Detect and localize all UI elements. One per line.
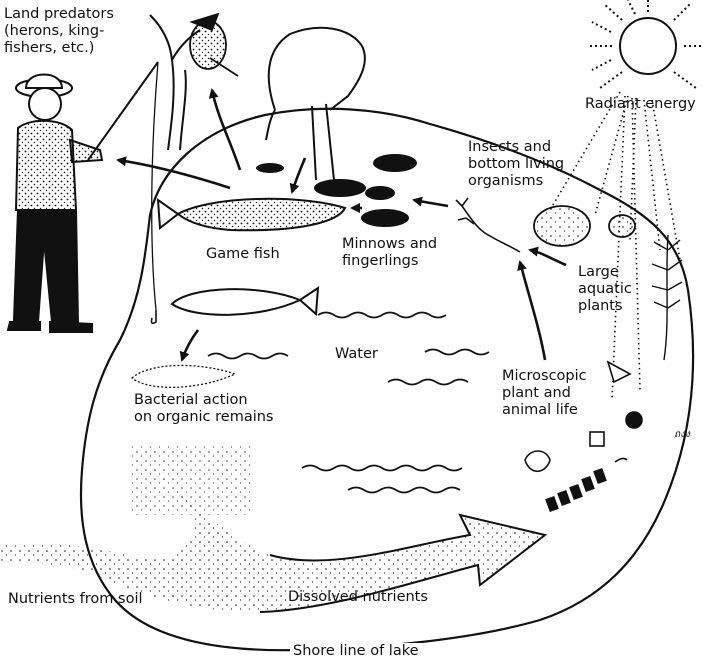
- label-minnows: Minnows and fingerlings: [342, 236, 437, 270]
- fisherman-figure: [8, 75, 102, 333]
- label-game-fish: Game fish: [206, 246, 280, 263]
- label-microscopic: Microscopic plant and animal life: [502, 368, 587, 419]
- fishing-rod: [88, 62, 158, 160]
- sun-icon: [590, 0, 703, 88]
- artist-signature: ถงง: [674, 426, 690, 443]
- label-land-predators: Land predators (herons, king- fishers, e…: [4, 6, 114, 57]
- label-water: Water: [335, 346, 378, 363]
- game-fish-icon: [158, 199, 345, 230]
- arrow-micro-to-insect: [520, 262, 545, 360]
- label-nutrients-soil: Nutrients from soil: [8, 591, 143, 608]
- insect-larva-icon: [456, 198, 520, 252]
- arrow-plants-to-insect: [530, 250, 566, 265]
- label-shore-line: Shore line of lake: [290, 643, 422, 660]
- heron-icon: [266, 28, 365, 180]
- arrow-insect-to-minnow: [414, 200, 448, 206]
- fishing-line: [152, 62, 158, 310]
- label-dissolved-nutrients: Dissolved nutrients: [288, 589, 428, 606]
- label-radiant-energy: Radiant energy: [585, 96, 696, 113]
- label-bacterial: Bacterial action on organic remains: [134, 392, 274, 426]
- perch-fish-icon: [172, 288, 318, 315]
- decaying-fish-icon: [132, 365, 235, 387]
- arrow-fish-to-decay: [182, 330, 198, 360]
- arrow-fish-to-heron: [292, 158, 305, 192]
- flow-arrows: [118, 90, 566, 360]
- bacteria-stipple: [130, 445, 250, 515]
- arrow-fish-to-fisherman: [118, 160, 230, 188]
- kingfisher-icon: [190, 14, 238, 76]
- arrow-fish-to-kingfisher: [212, 90, 240, 170]
- label-insects: Insects and bottom living organisms: [468, 139, 564, 190]
- label-large-plants: Large aquatic plants: [578, 264, 632, 315]
- fish-hook: [152, 310, 157, 323]
